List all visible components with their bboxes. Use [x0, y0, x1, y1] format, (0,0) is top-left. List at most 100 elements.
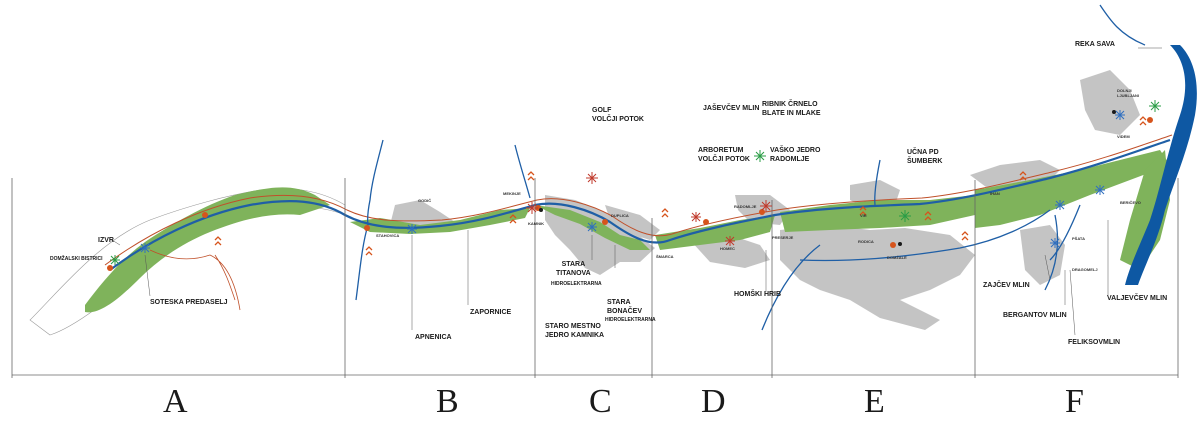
- tributary-e-south: [761, 244, 821, 331]
- tributary-f: [1099, 4, 1146, 46]
- label-vasko: VAŠKO JEDRO RADOMLJE: [770, 147, 821, 163]
- green-stars: [110, 100, 1161, 265]
- marker-a1: [107, 265, 113, 271]
- river-sava: [1125, 45, 1197, 285]
- label-zapornice: ZAPORNICE: [470, 309, 512, 316]
- label-soteska: SOTESKA PREDASELJ: [150, 299, 228, 306]
- chevron-f1: [1019, 171, 1027, 181]
- star-blue-c: [587, 222, 597, 232]
- chevron-e3: [961, 231, 969, 241]
- chevron-e1: [859, 206, 867, 216]
- place-duplica: DUPLICA: [611, 213, 629, 218]
- section-label-e: E: [864, 383, 885, 420]
- label-apnenica: APNENICA: [415, 334, 452, 341]
- corridor-f: [975, 150, 1170, 228]
- blue-stars: [140, 110, 1125, 253]
- label-homski: HOMŠKI HRIB: [734, 291, 782, 298]
- star-blue-f2: [1095, 185, 1105, 195]
- label-titanova: STARA TITANOVA: [556, 261, 591, 277]
- chevron-f2: [1139, 116, 1147, 126]
- marker-d2: [759, 209, 765, 215]
- place-godic: GODIČ: [418, 198, 432, 203]
- marker-kamnik: [539, 208, 543, 212]
- star-a-green: [110, 255, 120, 265]
- star-arboretum: [691, 212, 701, 222]
- tributary-f-psata: [1049, 204, 1081, 261]
- label-ucna: UČNA PD ŠUMBERK: [907, 149, 943, 165]
- marker-domzale: [898, 242, 902, 246]
- poi-markers-dark: [539, 110, 1116, 246]
- section-label-b: B: [436, 383, 459, 420]
- label-reka-sava: REKA SAVA: [1075, 41, 1115, 48]
- chevron-c1: [527, 171, 535, 181]
- star-vasko: [754, 150, 766, 162]
- corridor-d: [655, 215, 775, 250]
- settlement-duplica: [605, 205, 660, 240]
- star-mekinje: [526, 202, 538, 214]
- place-psata: PŠATA: [1072, 236, 1085, 241]
- place-ihan: IHAN: [990, 191, 1000, 196]
- place-bericevo: BERIČEVO: [1120, 200, 1141, 205]
- label-bonacev: STARA BONAČEV: [607, 299, 643, 315]
- label-hidro1: HIDROELEKTRARNA: [551, 281, 602, 287]
- place-domzale: DOMŽALE: [887, 255, 907, 260]
- star-blue-f3: [1050, 238, 1060, 248]
- marker-e1: [890, 242, 896, 248]
- star-ucna: [899, 210, 911, 222]
- label-staro-mestno: STARO MESTNO JEDRO KAMNIKA: [545, 323, 605, 339]
- place-rodica: RODICA: [858, 239, 874, 244]
- label-hidro2: HIDROELEKTRARNA: [605, 317, 656, 323]
- red-stars: [526, 172, 772, 246]
- tributary-e: [874, 159, 881, 206]
- section-label-d: D: [701, 383, 726, 420]
- place-vir: VIR: [860, 213, 867, 218]
- label-bergantov: BERGANTOV MLIN: [1003, 312, 1067, 319]
- settlement-domzale: [780, 225, 975, 330]
- corridor-a: [85, 187, 330, 313]
- place-videm: VIDEM: [1117, 134, 1130, 139]
- label-arboretum: ARBORETUM VOLČJI POTOK: [698, 147, 750, 163]
- chevron-d1: [661, 208, 669, 218]
- label-feliksov: FELIKSOVMLIN: [1068, 339, 1121, 346]
- place-kamnik: KAMNIK: [528, 221, 544, 226]
- marker-b1: [364, 225, 370, 231]
- star-blue-f4: [1115, 110, 1125, 120]
- star-homec: [725, 236, 735, 246]
- chevron-e2: [924, 211, 932, 221]
- chevron-c2: [509, 214, 517, 224]
- trail-main: [104, 134, 1173, 266]
- marker-c2: [602, 219, 608, 225]
- marker-f1: [1147, 117, 1153, 123]
- place-dolnji: DOLNJI LJUBLJANI: [1117, 88, 1140, 98]
- label-zajcev: ZAJČEV MLIN: [983, 282, 1030, 289]
- tributaries: [355, 4, 1146, 331]
- tributary-b-north: [366, 139, 384, 226]
- section-label-f: F: [1065, 383, 1084, 420]
- settlement-east: [1080, 70, 1140, 135]
- label-ribnik: RIBNIK ČRNELO BLATE IN MLAKE: [762, 101, 821, 117]
- trail-detour-a: [149, 249, 241, 311]
- marker-dolnji: [1112, 110, 1116, 114]
- label-golf: GOLF VOLČJI POTOK: [592, 107, 644, 123]
- marker-a2: [202, 212, 208, 218]
- settlement-ihan: [970, 160, 1060, 190]
- place-preserje: PRESERJE: [772, 235, 794, 240]
- marker-d1: [703, 219, 709, 225]
- chevron-a: [214, 236, 222, 246]
- river-kamniska-bistrica: [109, 138, 1171, 271]
- label-jasevcev: JAŠEVČEV MLIN: [703, 105, 760, 112]
- star-golf: [586, 172, 598, 184]
- section-label-a: A: [163, 383, 188, 420]
- star-ribnik: [760, 200, 772, 212]
- place-dragomelj: DRAGOMELJ: [1072, 267, 1098, 272]
- chevron-b: [365, 246, 373, 256]
- place-stahovica: STAHOVICA: [376, 233, 400, 238]
- stream-e-south: [799, 209, 1051, 262]
- tributary-b-south: [355, 224, 369, 301]
- place-homec: HOMEC: [720, 246, 735, 251]
- section-label-c: C: [589, 383, 612, 420]
- label-izvr: IZVR: [98, 237, 114, 244]
- chevron-markers: [214, 116, 1147, 256]
- place-sencica: ŠMARCA: [656, 254, 674, 259]
- corridor-sava-bank: [1120, 150, 1170, 270]
